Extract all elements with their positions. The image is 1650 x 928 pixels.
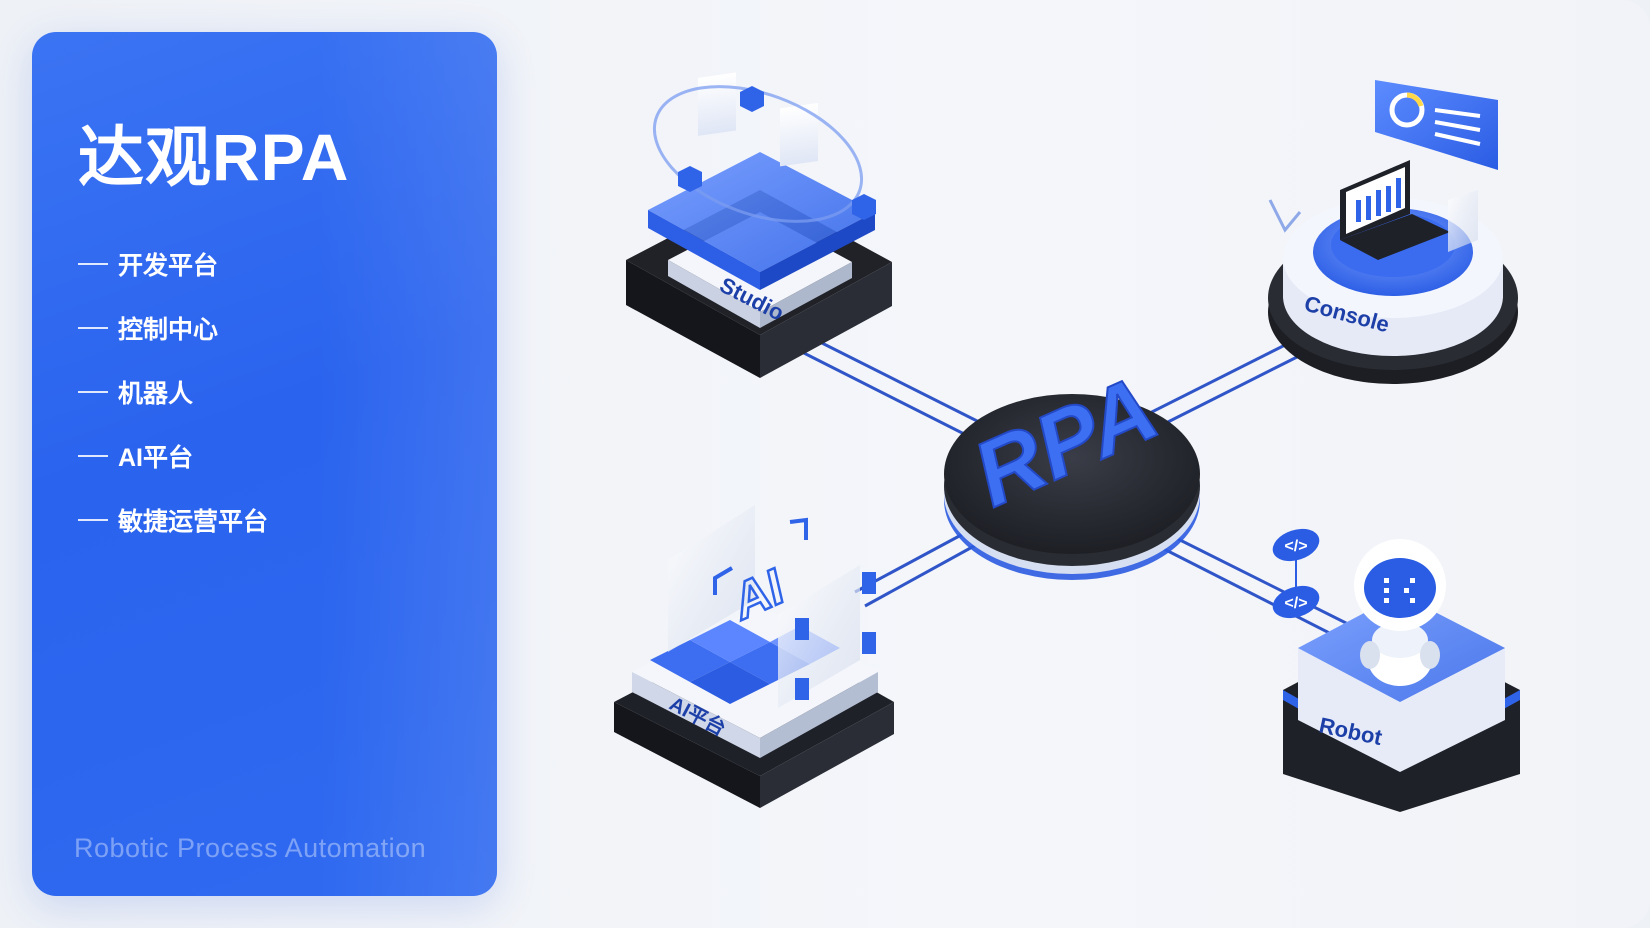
cube-icon xyxy=(852,194,876,220)
cube-icon xyxy=(862,632,876,654)
cube-icon xyxy=(862,572,876,594)
dash-icon xyxy=(78,391,108,393)
dash-icon xyxy=(78,455,108,457)
dash-icon xyxy=(78,519,108,521)
cube-icon xyxy=(678,166,702,192)
menu-item-label: 敏捷运营平台 xyxy=(118,508,269,536)
connector-ai xyxy=(864,538,986,608)
menu-item-agile-ops[interactable]: 敏捷运营平台 xyxy=(78,488,268,552)
studio-block-right xyxy=(780,103,818,167)
scan-bracket-icon xyxy=(713,566,734,595)
brand-title: 达观RPA xyxy=(78,120,350,194)
menu-item-label: 开发平台 xyxy=(118,252,219,280)
connector-robot-2 xyxy=(1169,533,1361,632)
menu-item-robot[interactable]: 机器人 xyxy=(78,360,268,424)
code-badge-label: </> xyxy=(1284,595,1307,612)
scan-bracket-icon xyxy=(789,517,808,540)
dashboard-card-icon xyxy=(1375,80,1498,170)
console-node[interactable]: Console xyxy=(1268,80,1518,384)
dash-icon xyxy=(78,263,108,265)
ai-platform-node[interactable]: AI AI平台 xyxy=(614,505,894,808)
laptop-icon xyxy=(1340,160,1450,260)
studio-node[interactable]: Studio xyxy=(626,61,892,378)
robot-node[interactable]: </> </> Robot xyxy=(1269,523,1520,812)
side-panel: 达观RPA 开发平台 控制中心 机器人 AI平台 敏捷运营平台 xyxy=(32,32,497,896)
cube-icon xyxy=(740,86,764,112)
code-badge-label: </> xyxy=(1284,538,1307,555)
menu-item-label: 控制中心 xyxy=(118,316,219,344)
chart-line-icon xyxy=(1268,199,1302,233)
code-badge-icon: </> xyxy=(1272,528,1320,562)
connector-studio-2 xyxy=(789,344,985,446)
glass-panel xyxy=(1448,190,1478,252)
cube-icon xyxy=(795,678,809,700)
menu-item-ai-platform[interactable]: AI平台 xyxy=(78,424,268,488)
glass-panel xyxy=(778,565,860,708)
rpa-hub[interactable]: RPA xyxy=(944,356,1200,580)
menu-item-label: AI平台 xyxy=(118,444,194,472)
footer-caption: Robotic Process Automation xyxy=(74,833,427,863)
cube-icon xyxy=(795,618,809,640)
orbit-ring xyxy=(652,85,864,223)
robot-icon xyxy=(1354,539,1446,686)
connector-robot xyxy=(1159,545,1356,648)
menu-item-dev-platform[interactable]: 开发平台 xyxy=(78,232,268,296)
menu-item-control-center[interactable]: 控制中心 xyxy=(78,296,268,360)
connector-studio xyxy=(801,331,996,432)
connector-console xyxy=(1139,338,1296,420)
dash-icon xyxy=(78,327,108,329)
code-badge-icon: </> xyxy=(1272,585,1320,619)
feature-menu: 开发平台 控制中心 机器人 AI平台 敏捷运营平台 xyxy=(78,232,268,552)
glass-panel xyxy=(668,505,755,652)
menu-item-label: 机器人 xyxy=(118,380,194,408)
studio-block-left xyxy=(698,72,736,136)
connector-console-2 xyxy=(1149,351,1306,433)
